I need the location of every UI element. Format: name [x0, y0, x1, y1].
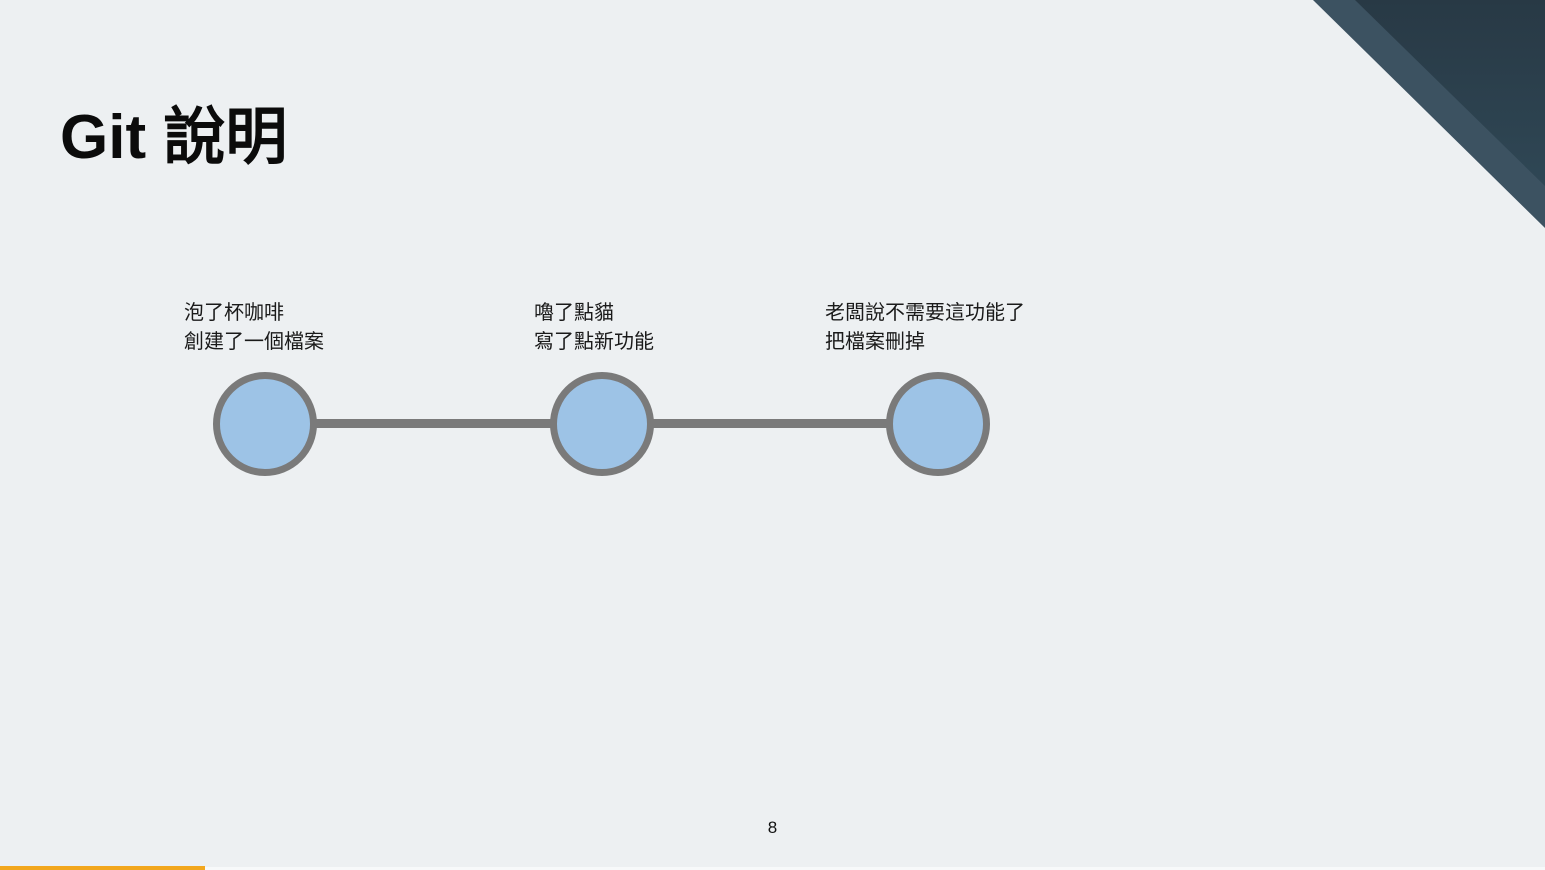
- bottom-edge-strip: [205, 867, 1545, 870]
- timeline-label-1-line-2: 創建了一個檔案: [184, 331, 324, 353]
- corner-dark-triangle: [1355, 0, 1545, 186]
- accent-bar: [0, 866, 205, 870]
- timeline-label-2: 嚕了點貓 寫了點新功能: [534, 299, 654, 357]
- timeline-label-3-line-2: 把檔案刪掉: [825, 331, 925, 353]
- timeline-label-3-line-1: 老闆說不需要這功能了: [825, 302, 1025, 324]
- slide-title: Git 說明: [60, 102, 288, 172]
- timeline-label-1-line-1: 泡了杯咖啡: [184, 302, 284, 324]
- corner-band-triangle: [1313, 0, 1545, 228]
- timeline-label-2-line-1: 嚕了點貓: [534, 302, 614, 324]
- timeline-node-3: [886, 372, 990, 476]
- page-number: 8: [767, 818, 778, 837]
- timeline-node-2: [550, 372, 654, 476]
- timeline-label-1: 泡了杯咖啡 創建了一個檔案: [184, 299, 324, 357]
- timeline-node-1: [213, 372, 317, 476]
- timeline-label-3: 老闆說不需要這功能了 把檔案刪掉: [825, 299, 1025, 357]
- timeline-label-2-line-2: 寫了點新功能: [534, 331, 654, 353]
- corner-decoration: [1313, 0, 1545, 228]
